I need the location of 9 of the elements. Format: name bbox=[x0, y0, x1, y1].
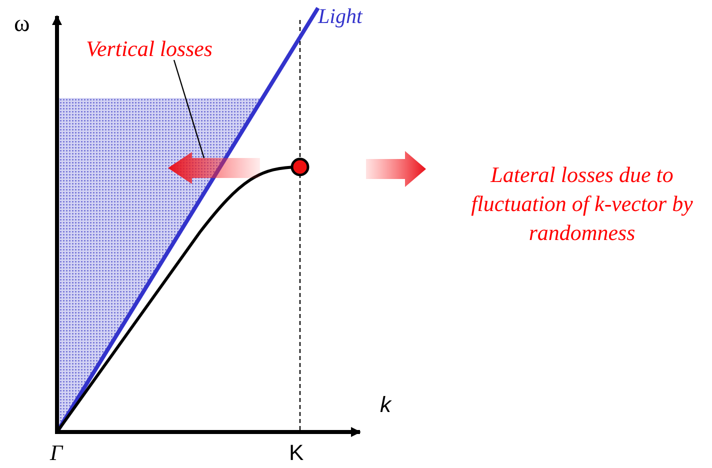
annotation-text: Lateral losses due to fluctuation of k-vector by randomness bbox=[470, 161, 694, 247]
leader-line bbox=[173, 60, 205, 158]
curve-label: Light bbox=[318, 6, 362, 27]
tick-label: K bbox=[289, 442, 304, 464]
axis-label: k bbox=[380, 394, 391, 416]
tick-label: Γ bbox=[50, 442, 63, 464]
direction-arrow bbox=[168, 152, 260, 184]
axis-label: ω bbox=[14, 12, 30, 36]
callout-text: Vertical losses bbox=[86, 38, 212, 60]
